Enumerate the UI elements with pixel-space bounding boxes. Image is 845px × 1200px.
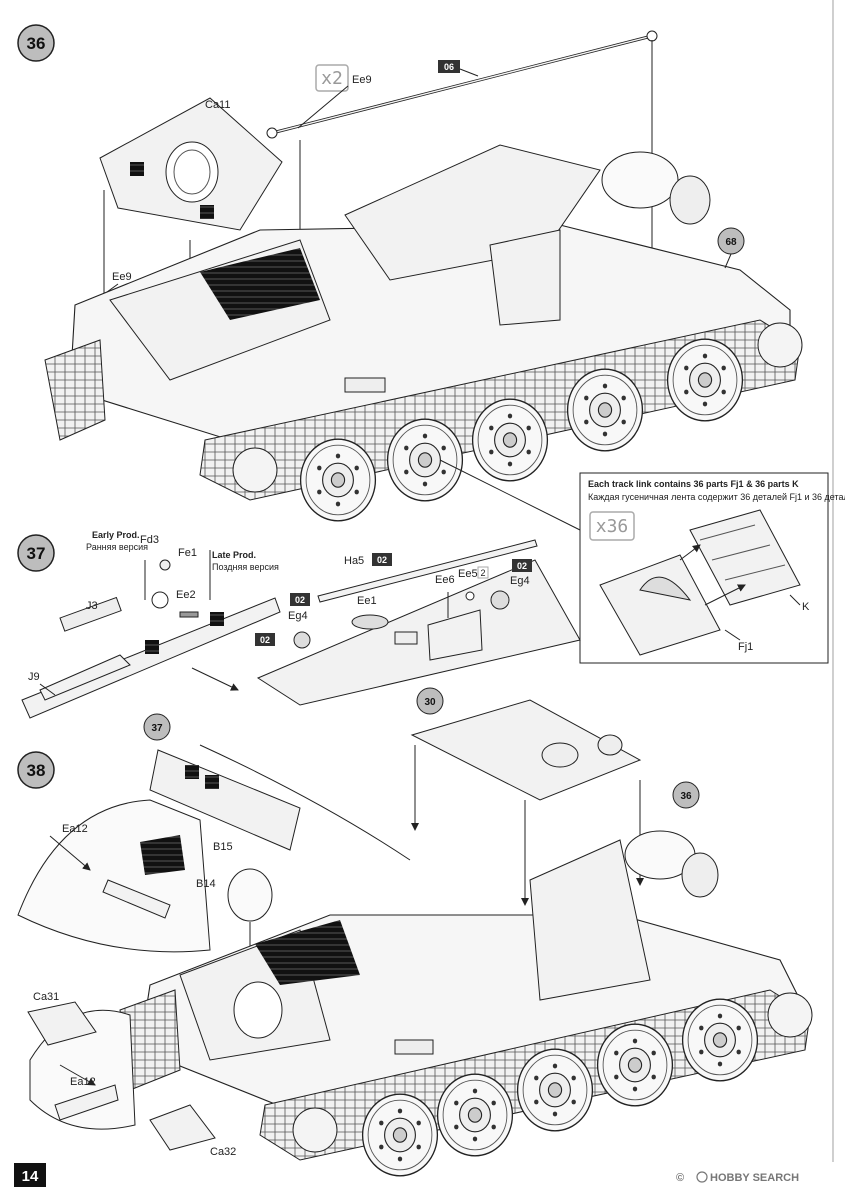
label-fd3: Fd3 bbox=[140, 534, 159, 546]
step-38-badge: 38 bbox=[17, 751, 55, 789]
track-inset-title-ru: Каждая гусеничная лента содержит 36 дета… bbox=[588, 492, 845, 502]
ref-36-badge: 36 bbox=[672, 781, 700, 809]
svg-text:36: 36 bbox=[680, 791, 692, 802]
step-37: 37 Early Prod. Ранняя версия Late Prod. … bbox=[17, 530, 581, 719]
ref-37-badge: 37 bbox=[143, 713, 171, 741]
watermark-copyright: © bbox=[676, 1172, 684, 1184]
label-ee9-left: Ee9 bbox=[112, 271, 132, 283]
page-number: 14 bbox=[22, 1168, 39, 1185]
label-fe1: Fe1 bbox=[178, 547, 197, 559]
watermark-brand: HOBBY SEARCH bbox=[710, 1172, 799, 1184]
label-j3: J3 bbox=[86, 600, 98, 612]
label-ea12-bottom: Ea12 bbox=[70, 1076, 96, 1088]
label-b14: B14 bbox=[196, 878, 216, 890]
svg-text:x36: x36 bbox=[596, 516, 629, 537]
road-wheels-36 bbox=[232, 338, 744, 522]
label-ee9-top: Ee9 bbox=[352, 74, 372, 86]
label-b15: B15 bbox=[213, 841, 233, 853]
tag-02-b: 02 bbox=[295, 595, 305, 605]
tag-02-d: 02 bbox=[260, 635, 270, 645]
early-prod-label-ru: Ранняя версия bbox=[86, 542, 148, 552]
label-track-k: K bbox=[802, 601, 810, 613]
quantity-x36-badge: x36 bbox=[589, 511, 635, 541]
label-eg4-right: Eg4 bbox=[510, 575, 530, 587]
quantity-x2-badge: x2 bbox=[315, 64, 349, 92]
svg-text:30: 30 bbox=[424, 697, 436, 708]
watermark: © HOBBY SEARCH bbox=[676, 1171, 799, 1184]
step-37-number: 37 bbox=[27, 544, 46, 563]
tag-02-a: 02 bbox=[377, 555, 387, 565]
track-link-inset: Each track link contains 36 parts Fj1 & … bbox=[439, 459, 845, 664]
label-ca11: Ca11 bbox=[205, 99, 230, 111]
ee5-qty: 2 bbox=[480, 568, 485, 578]
label-ee5: Ee5 bbox=[458, 568, 478, 580]
label-ee2: Ee2 bbox=[176, 589, 196, 601]
label-ee6: Ee6 bbox=[435, 574, 455, 586]
late-prod-label: Late Prod. bbox=[212, 550, 256, 560]
step-36-badge: 36 bbox=[17, 24, 55, 62]
label-ee1: Ee1 bbox=[357, 595, 377, 607]
step-38: 38 37 30 36 Ea12 B15 bbox=[17, 687, 813, 1177]
svg-text:x2: x2 bbox=[321, 68, 343, 89]
early-prod-label: Early Prod. bbox=[92, 530, 140, 540]
tow-rod-part: 06 bbox=[266, 30, 658, 139]
tag-02-c: 02 bbox=[517, 561, 527, 571]
label-ca32: Ca32 bbox=[210, 1146, 236, 1158]
plate-ca11 bbox=[99, 97, 283, 231]
watermark-logo-icon bbox=[696, 1171, 708, 1183]
svg-text:68: 68 bbox=[725, 237, 737, 248]
step-36: 36 06 x2 Ee9 Ca11 bbox=[17, 24, 803, 522]
svg-text:37: 37 bbox=[151, 723, 163, 734]
label-eg4-left: Eg4 bbox=[288, 610, 308, 622]
label-track-fj1: Fj1 bbox=[738, 641, 753, 653]
step-36-number: 36 bbox=[27, 34, 46, 53]
label-ea12-top: Ea12 bbox=[62, 823, 88, 835]
page-number-badge: 14 bbox=[14, 1163, 46, 1187]
late-prod-label-ru: Поздняя версия bbox=[212, 562, 279, 572]
label-j9: J9 bbox=[28, 671, 40, 683]
step-38-number: 38 bbox=[27, 761, 46, 780]
track-inset-title: Each track link contains 36 parts Fj1 & … bbox=[588, 479, 799, 489]
ref-68-badge: 68 bbox=[717, 227, 745, 269]
ref-30-badge: 30 bbox=[416, 687, 444, 715]
rod-part-tag: 06 bbox=[444, 62, 454, 72]
label-ha5: Ha5 bbox=[344, 555, 364, 567]
label-ca31: Ca31 bbox=[33, 991, 59, 1003]
step-37-badge: 37 bbox=[17, 534, 55, 572]
